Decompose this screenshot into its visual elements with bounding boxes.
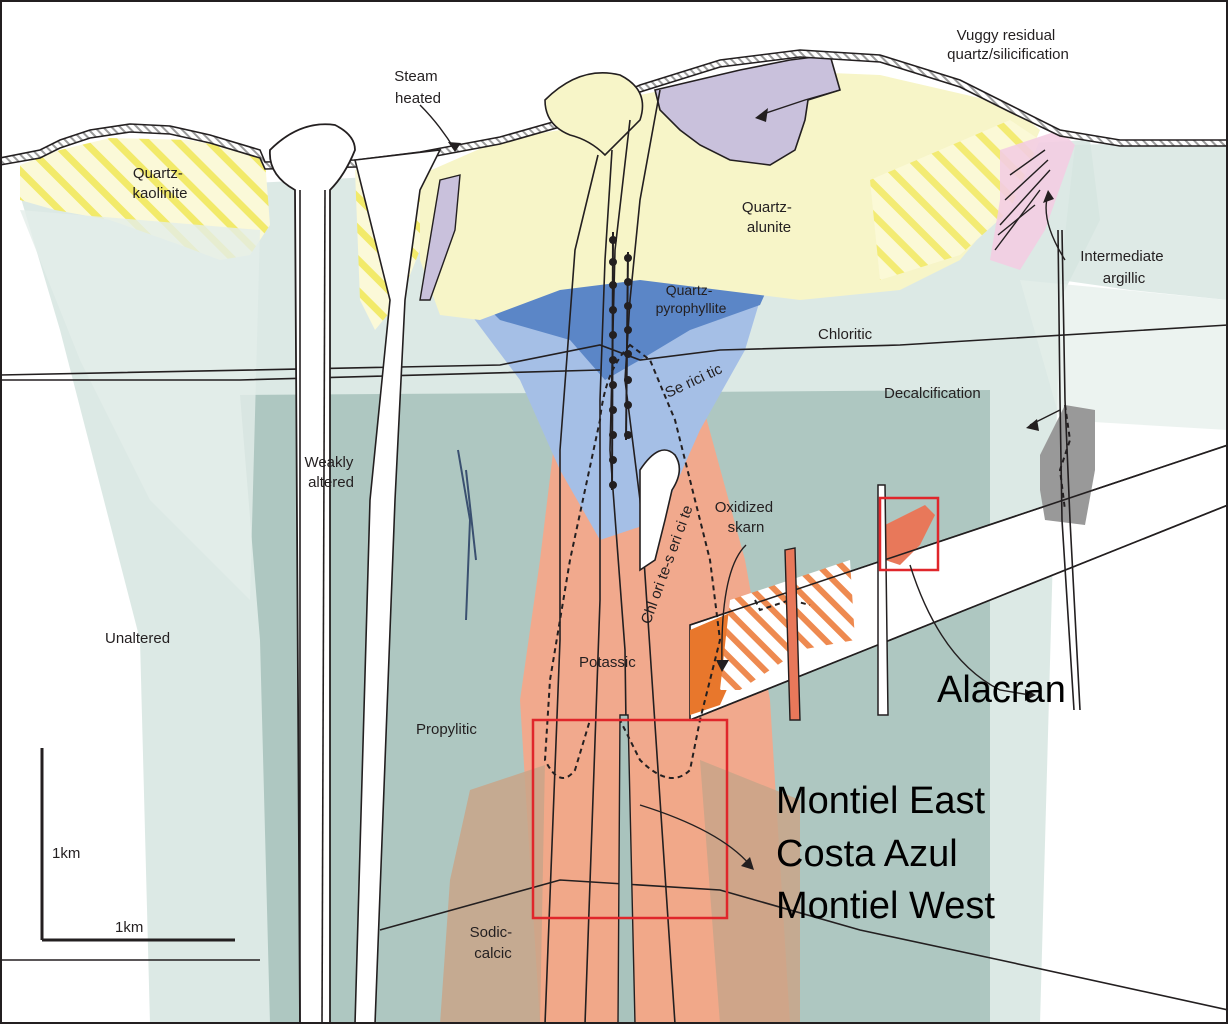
label-potassic: Potassic (579, 654, 636, 671)
label-unaltered: Unaltered (105, 630, 170, 647)
label-decalcification: Decalcification (884, 385, 981, 402)
label-chloritic: Chloritic (818, 326, 873, 343)
scale-vertical-label: 1km (52, 845, 80, 862)
label-alacran: Alacran (937, 669, 1066, 711)
label-southern-targets: Montiel East Costa Azul Montiel West (776, 780, 996, 927)
label-propylitic: Propylitic (416, 721, 477, 738)
scale-horizontal-label: 1km (115, 919, 143, 936)
